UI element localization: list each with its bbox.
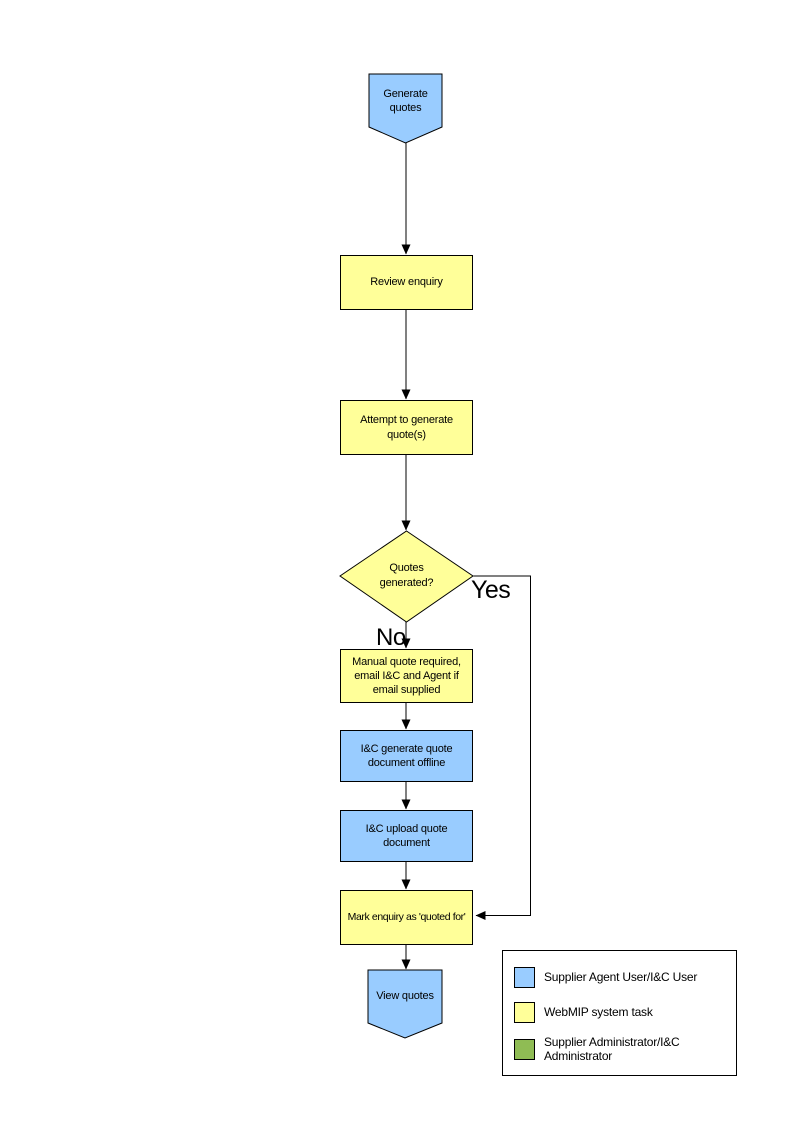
legend-item-webmip-system-task: WebMIP system task xyxy=(514,1002,730,1023)
legend-item-supplier-administrator: Supplier Administrator/I&C Administrator xyxy=(514,1035,730,1064)
start-terminator-label: Generate quotes xyxy=(383,87,428,114)
connector-yes-branch xyxy=(473,575,531,920)
legend-swatch-green xyxy=(514,1038,535,1060)
end-terminator-shape xyxy=(367,969,443,1039)
end-terminator-label: View quotes xyxy=(376,989,434,1002)
legend-label-webmip-system-task: WebMIP system task xyxy=(544,1005,653,1020)
process-ic-generate-quote-offline: I&C generate quote document offline xyxy=(340,730,473,782)
legend-label-supplier-administrator: Supplier Administrator/I&C Administrator xyxy=(544,1035,680,1064)
legend-box: Supplier Agent User/I&C User WebMIP syst… xyxy=(502,950,737,1076)
start-terminator-shape xyxy=(368,73,443,144)
process-manual-quote-required: Manual quote required, email I&C and Age… xyxy=(340,649,473,703)
legend-item-supplier-agent-user: Supplier Agent User/I&C User xyxy=(514,967,730,988)
process-ic-upload-quote-document: I&C upload quote document xyxy=(340,810,473,862)
no-branch-label: No xyxy=(376,624,406,651)
legend-swatch-blue xyxy=(514,967,535,988)
decision-diamond-label: Quotes generated? xyxy=(379,562,434,589)
legend-label-supplier-agent-user: Supplier Agent User/I&C User xyxy=(544,970,698,985)
process-attempt-generate-quotes: Attempt to generate quote(s) xyxy=(340,400,473,455)
process-review-enquiry: Review enquiry xyxy=(340,255,473,310)
legend-swatch-yellow xyxy=(514,1002,535,1023)
yes-branch-label: Yes xyxy=(471,576,511,604)
process-mark-enquiry-quoted-for: Mark enquiry as 'quoted for' xyxy=(340,890,473,945)
